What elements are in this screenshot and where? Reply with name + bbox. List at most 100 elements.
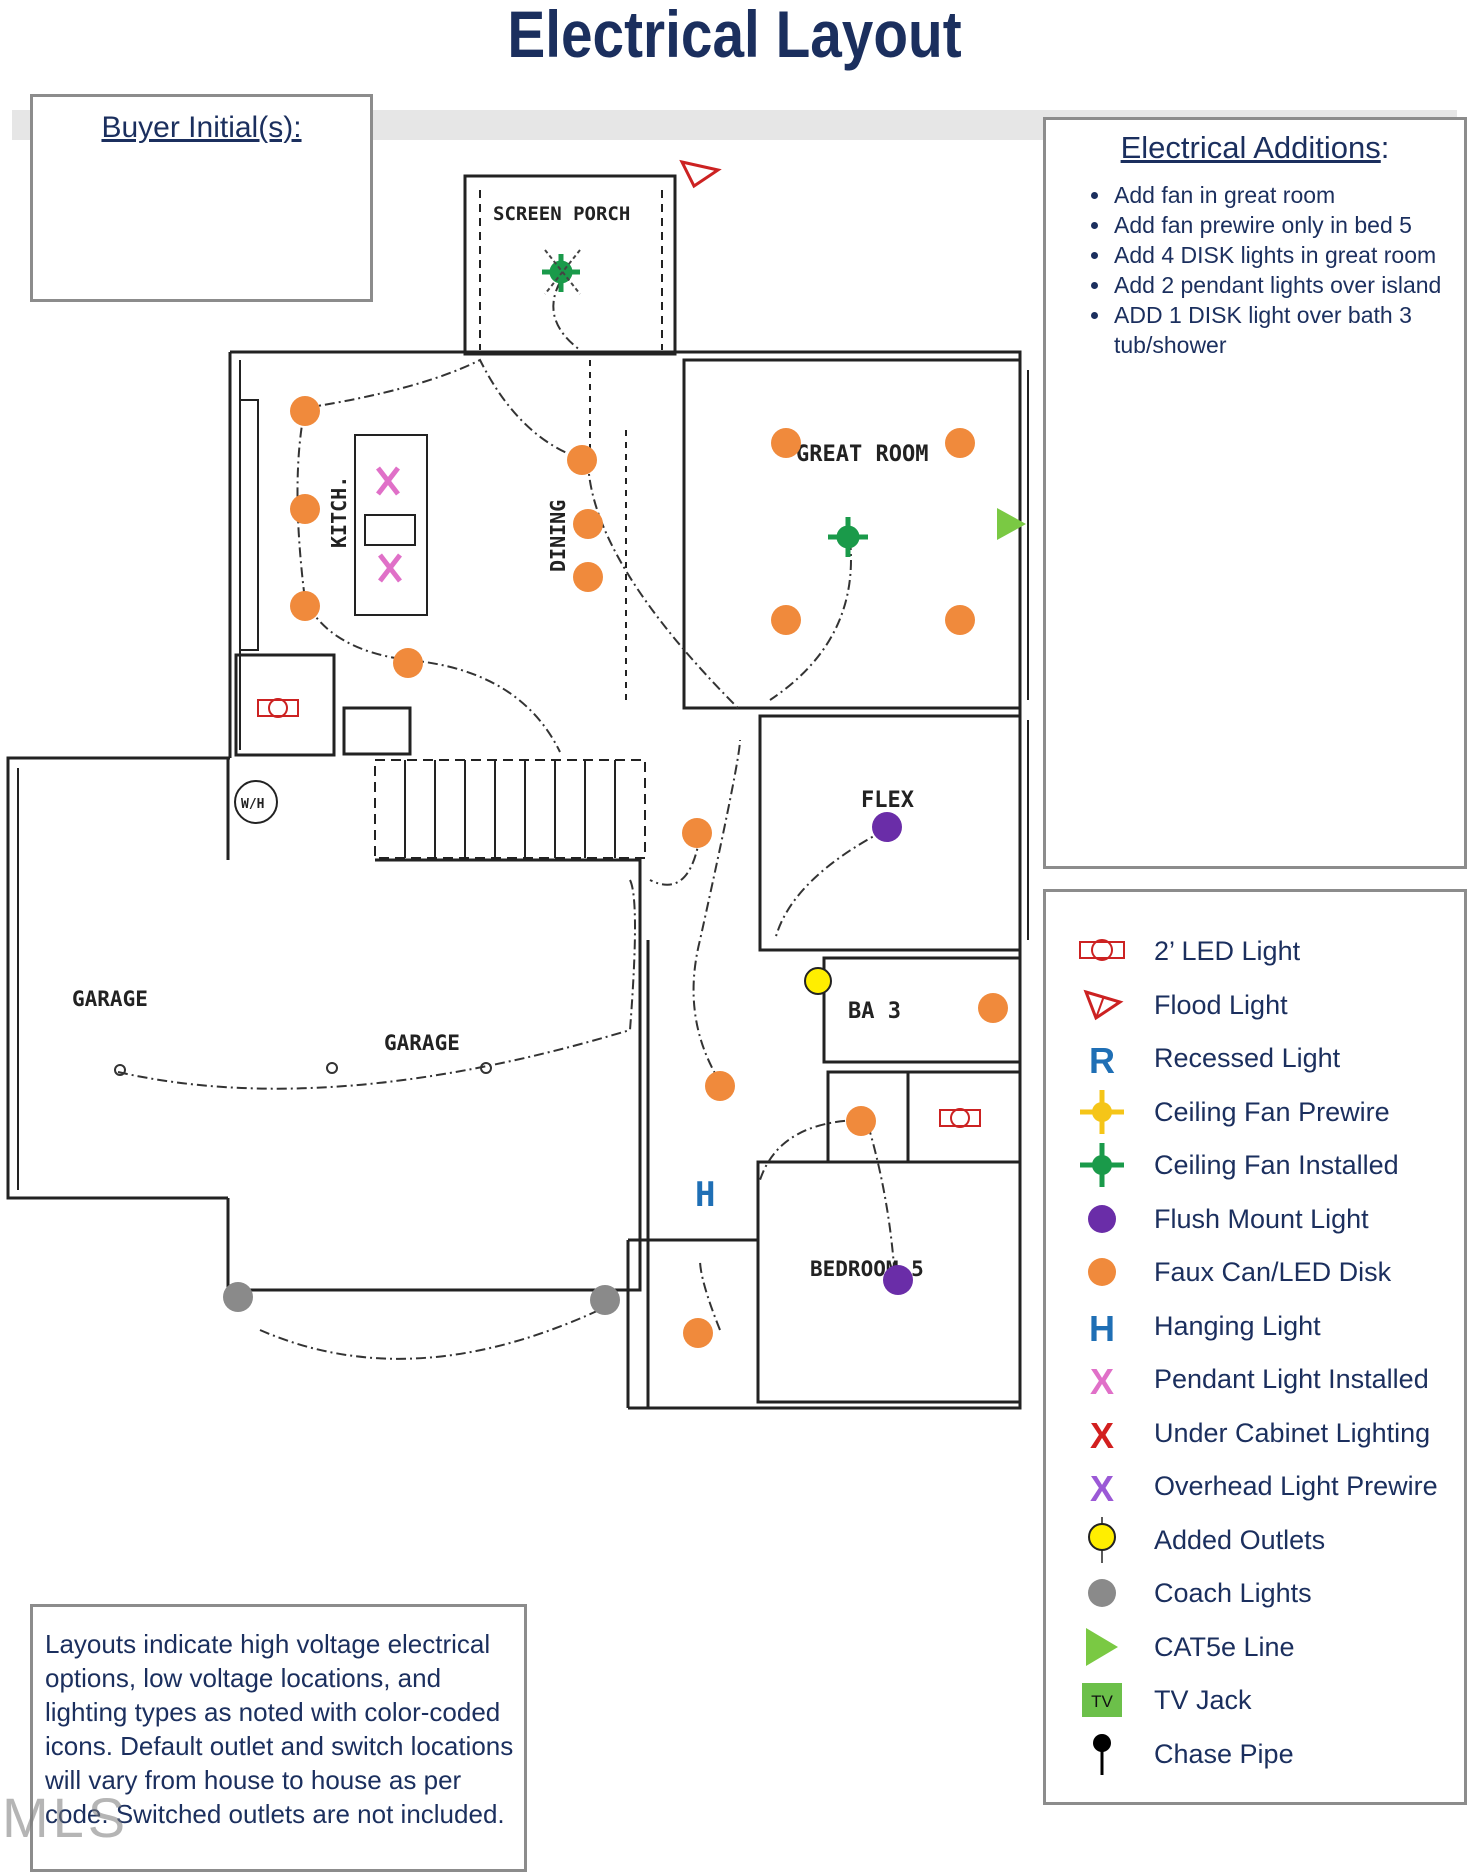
notes-text: Layouts indicate high voltage electrical…: [45, 1629, 514, 1829]
room-label-water-heater: W/H: [241, 797, 264, 812]
cat5e-icon: [1086, 1627, 1118, 1666]
additions-item: ADD 1 DISK light over bath 3 tub/shower: [1112, 300, 1464, 360]
svg-text:H: H: [1089, 1308, 1115, 1349]
coach-light-icon: [590, 1285, 620, 1315]
legend-row: Added Outlets: [1046, 1515, 1466, 1565]
svg-text:X: X: [1090, 1361, 1114, 1402]
floor-plan: SCREEN PORCH GREAT ROOM KITCH. DINING FL…: [6, 159, 1029, 1410]
buyer-initials-heading: Buyer Initial(s):: [101, 111, 302, 144]
coach-light-icon: [1088, 1579, 1116, 1607]
room-label-garage-right: GARAGE: [384, 1031, 460, 1055]
legend-label: Ceiling Fan Prewire: [1154, 1096, 1390, 1127]
under-cabinet-icon: X: [1090, 1415, 1114, 1456]
room-label-dining: DINING: [546, 500, 570, 572]
svg-text:X: X: [1090, 1468, 1114, 1509]
cat5e-icon: [997, 508, 1026, 540]
outlet-icon: [1088, 1516, 1116, 1563]
legend-row: Flush Mount Light: [1046, 1194, 1466, 1244]
ceiling-fan-prewire-icon: [1080, 1089, 1124, 1134]
led-light-icon: [1079, 939, 1125, 961]
pendant-light-icon: [376, 466, 402, 583]
flush-mount-light-icon: [872, 812, 902, 842]
great-room-wall: [682, 358, 1022, 710]
led-disk-icon: [846, 1106, 876, 1136]
legend-row: Ceiling Fan Installed: [1046, 1140, 1466, 1190]
screen-porch-wall: [463, 174, 677, 356]
flush-mount-light-icon: [883, 1265, 913, 1295]
flex-wall: [758, 714, 1022, 952]
svg-text:TV: TV: [1091, 1692, 1113, 1711]
watermark: MLS: [2, 1786, 130, 1849]
legend-label: CAT5e Line: [1154, 1631, 1295, 1662]
led-disk-icon: [1088, 1258, 1116, 1286]
room-label-bath3: BA 3: [848, 999, 901, 1024]
room-label-garage-left: GARAGE: [72, 987, 148, 1011]
additions-heading: Electrical Additions:: [1120, 130, 1390, 165]
led-light-icon: [257, 698, 299, 718]
room-label-flex: FLEX: [861, 788, 914, 813]
legend-label: Faux Can/LED Disk: [1154, 1257, 1392, 1287]
led-disk-icon: [393, 648, 423, 678]
electrical-additions-box: Electrical Additions: Add fan in great r…: [1043, 117, 1467, 869]
svg-text:R: R: [1089, 1040, 1115, 1081]
page-title: Electrical Layout: [507, 0, 962, 71]
led-disk-group: [290, 396, 1008, 1348]
outlet-icon: [804, 967, 832, 995]
ceiling-fan-installed-icon: [542, 254, 868, 557]
legend-label: Added Outlets: [1154, 1524, 1326, 1555]
led-disk-icon: [573, 562, 603, 592]
legend-label: Ceiling Fan Installed: [1154, 1150, 1399, 1180]
legend-label: Recessed Light: [1154, 1043, 1341, 1073]
led-disk-icon: [567, 445, 597, 475]
bedroom5-wall: [756, 1160, 1022, 1404]
legend-label: Coach Lights: [1154, 1578, 1312, 1608]
legend-row: R Recessed Light: [1046, 1033, 1466, 1083]
led-disk-icon: [978, 993, 1008, 1023]
led-disk-icon: [771, 605, 801, 635]
legend-label: Under Cabinet Lighting: [1154, 1417, 1431, 1448]
led-disk-icon: [771, 428, 801, 458]
legend-row: Faux Can/LED Disk: [1046, 1247, 1466, 1297]
legend-label: 2’ LED Light: [1154, 936, 1301, 966]
legend-row: Ceiling Fan Prewire: [1046, 1087, 1466, 1137]
led-disk-icon: [945, 605, 975, 635]
legend-row: Flood Light: [1046, 980, 1466, 1030]
led-disk-icon: [705, 1071, 735, 1101]
legend-label: Chase Pipe: [1154, 1738, 1294, 1769]
legend-row: Chase Pipe: [1046, 1729, 1466, 1779]
hanging-light-icon: H: [695, 1175, 715, 1215]
led-disk-icon: [290, 396, 320, 426]
tv-jack-icon: TV: [1082, 1683, 1122, 1717]
legend-row: CAT5e Line: [1046, 1622, 1466, 1672]
legend-label: Flush Mount Light: [1154, 1203, 1369, 1234]
led-disk-icon: [683, 1318, 713, 1348]
led-disk-icon: [945, 428, 975, 458]
water-heater-icon: [234, 780, 278, 824]
led-light-icon: [939, 1108, 981, 1128]
led-disk-icon: [573, 509, 603, 539]
hanging-light-icon: H: [1089, 1308, 1115, 1349]
legend-row: X Under Cabinet Lighting: [1046, 1408, 1466, 1458]
ceiling-fan-installed-icon: [1080, 1143, 1124, 1187]
additions-item: Add fan prewire only in bed 5: [1112, 210, 1464, 240]
notes-box: Layouts indicate high voltage electrical…: [30, 1604, 527, 1872]
legend-row: TV TV Jack: [1046, 1675, 1466, 1725]
flood-light-icon: [679, 159, 722, 189]
additions-list: Add fan in great room Add fan prewire on…: [1046, 180, 1464, 360]
additions-item: Add 2 pendant lights over island: [1112, 270, 1464, 300]
legend-label: TV Jack: [1154, 1685, 1252, 1715]
flood-light-icon: [1083, 989, 1124, 1020]
additions-item: Add 4 DISK lights in great room: [1112, 240, 1464, 270]
coach-light-icon: [223, 1282, 253, 1312]
recessed-light-icon: R: [1089, 1040, 1115, 1081]
chase-pipe-icon: [1093, 1733, 1111, 1775]
legend-label: Flood Light: [1154, 989, 1288, 1020]
overhead-prewire-icon: X: [1090, 1468, 1114, 1509]
room-label-great-room: GREAT ROOM: [796, 442, 928, 467]
buyer-initials-box[interactable]: Buyer Initial(s):: [30, 94, 373, 302]
legend-label: Overhead Light Prewire: [1154, 1471, 1438, 1501]
room-label-kitchen: KITCH.: [327, 476, 351, 548]
legend-row: X Overhead Light Prewire: [1046, 1461, 1466, 1511]
